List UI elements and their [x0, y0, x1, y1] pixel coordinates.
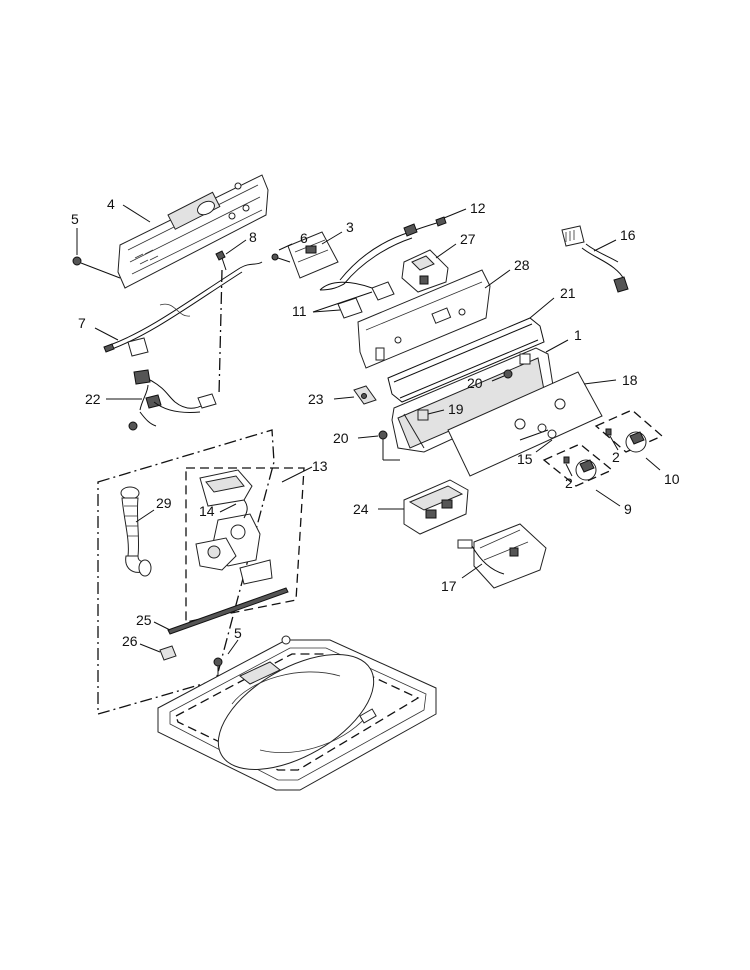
part-4-rear-panel	[117, 174, 269, 289]
part-28-console-back	[357, 269, 491, 369]
callout-2a: 2	[612, 449, 620, 465]
leader-1	[545, 339, 569, 353]
part-24-board	[403, 479, 469, 535]
callout-10: 10	[664, 471, 680, 487]
leader-8	[225, 239, 247, 255]
leader-7	[94, 327, 119, 341]
part-16-harness	[561, 225, 629, 293]
part-29-hose	[120, 486, 152, 577]
part-10-knob	[605, 428, 647, 453]
part-5-screw	[72, 256, 121, 279]
leader-14	[219, 503, 237, 513]
callout-1: 1	[574, 327, 582, 343]
leader-25	[153, 621, 171, 631]
callout-17: 17	[441, 578, 457, 594]
leader-26	[139, 643, 161, 653]
leader-27	[435, 243, 457, 259]
leader-6	[278, 243, 293, 251]
callout-21: 21	[560, 285, 576, 301]
callout-3: 3	[346, 219, 354, 235]
callout-19: 19	[448, 401, 464, 417]
leader-3	[321, 231, 343, 245]
leader-28	[484, 269, 511, 289]
callout-11: 11	[292, 303, 307, 319]
callout-22: 22	[85, 391, 101, 407]
leader-20a	[491, 375, 505, 382]
leader-2b	[565, 463, 573, 477]
leader-2a	[609, 435, 619, 451]
part-20-screw-lower	[378, 430, 400, 461]
part-8-clip	[215, 250, 227, 271]
part-17-board	[457, 523, 547, 589]
callout-24: 24	[353, 501, 369, 517]
part-14-valve	[195, 469, 273, 585]
leader-23	[333, 396, 355, 400]
part-22-harness	[128, 369, 217, 431]
part-26-clip	[159, 645, 177, 661]
callout-9: 9	[624, 501, 632, 517]
callout-6: 6	[300, 230, 308, 246]
callout-29: 29	[156, 495, 172, 511]
washer-top-assembly	[157, 635, 437, 791]
part-11-switches	[319, 281, 395, 319]
part-20-screw-upper	[503, 369, 513, 379]
part-6-screw	[271, 253, 291, 263]
leader-19	[427, 409, 445, 415]
part-19-light	[417, 409, 429, 421]
box-29-region	[97, 429, 275, 715]
leader-16	[593, 239, 617, 252]
part-7-wire-harness	[103, 261, 263, 357]
box-13	[185, 467, 305, 623]
callout-8: 8	[249, 229, 257, 245]
part-25-rod	[167, 587, 289, 635]
part-15-switch	[519, 423, 557, 441]
leader-18	[583, 379, 617, 385]
callout-20b: 20	[333, 430, 349, 446]
leader-29	[135, 509, 155, 523]
callout-18: 18	[622, 372, 638, 388]
callout-20a: 20	[467, 375, 483, 391]
callout-25: 25	[136, 612, 152, 628]
leader-17	[461, 563, 483, 579]
leader-15	[535, 439, 553, 453]
part-27-module	[401, 249, 449, 293]
leader-11a	[312, 309, 341, 313]
callout-27: 27	[460, 231, 476, 247]
callout-12: 12	[470, 200, 486, 216]
callout-26: 26	[122, 633, 138, 649]
box-9	[542, 443, 614, 487]
leader-5b	[227, 639, 239, 655]
leader-21	[529, 297, 555, 319]
callout-4: 4	[107, 196, 115, 212]
leader-10	[645, 457, 661, 471]
leader-dashdot-8	[218, 269, 223, 396]
leader-9	[595, 489, 621, 507]
callout-14: 14	[199, 503, 215, 519]
part-18-overlay	[447, 371, 603, 477]
part-12-harness	[319, 216, 447, 291]
part-9-knob	[563, 456, 597, 481]
leader-11b	[312, 291, 373, 313]
leader-4	[122, 204, 151, 223]
part-6-control-module	[287, 231, 339, 279]
leader-20b	[357, 435, 379, 439]
callout-23: 23	[308, 391, 324, 407]
part-23-clip	[353, 385, 377, 405]
callout-5b: 5	[234, 625, 242, 641]
callout-7: 7	[78, 315, 86, 331]
callout-5a: 5	[71, 211, 79, 227]
callout-16: 16	[620, 227, 636, 243]
leader-13	[281, 466, 313, 483]
callout-28: 28	[514, 257, 530, 273]
callout-13: 13	[312, 458, 328, 474]
box-10	[594, 409, 664, 453]
leader-12	[443, 208, 467, 219]
callout-15: 15	[517, 451, 533, 467]
callout-2b: 2	[565, 475, 573, 491]
